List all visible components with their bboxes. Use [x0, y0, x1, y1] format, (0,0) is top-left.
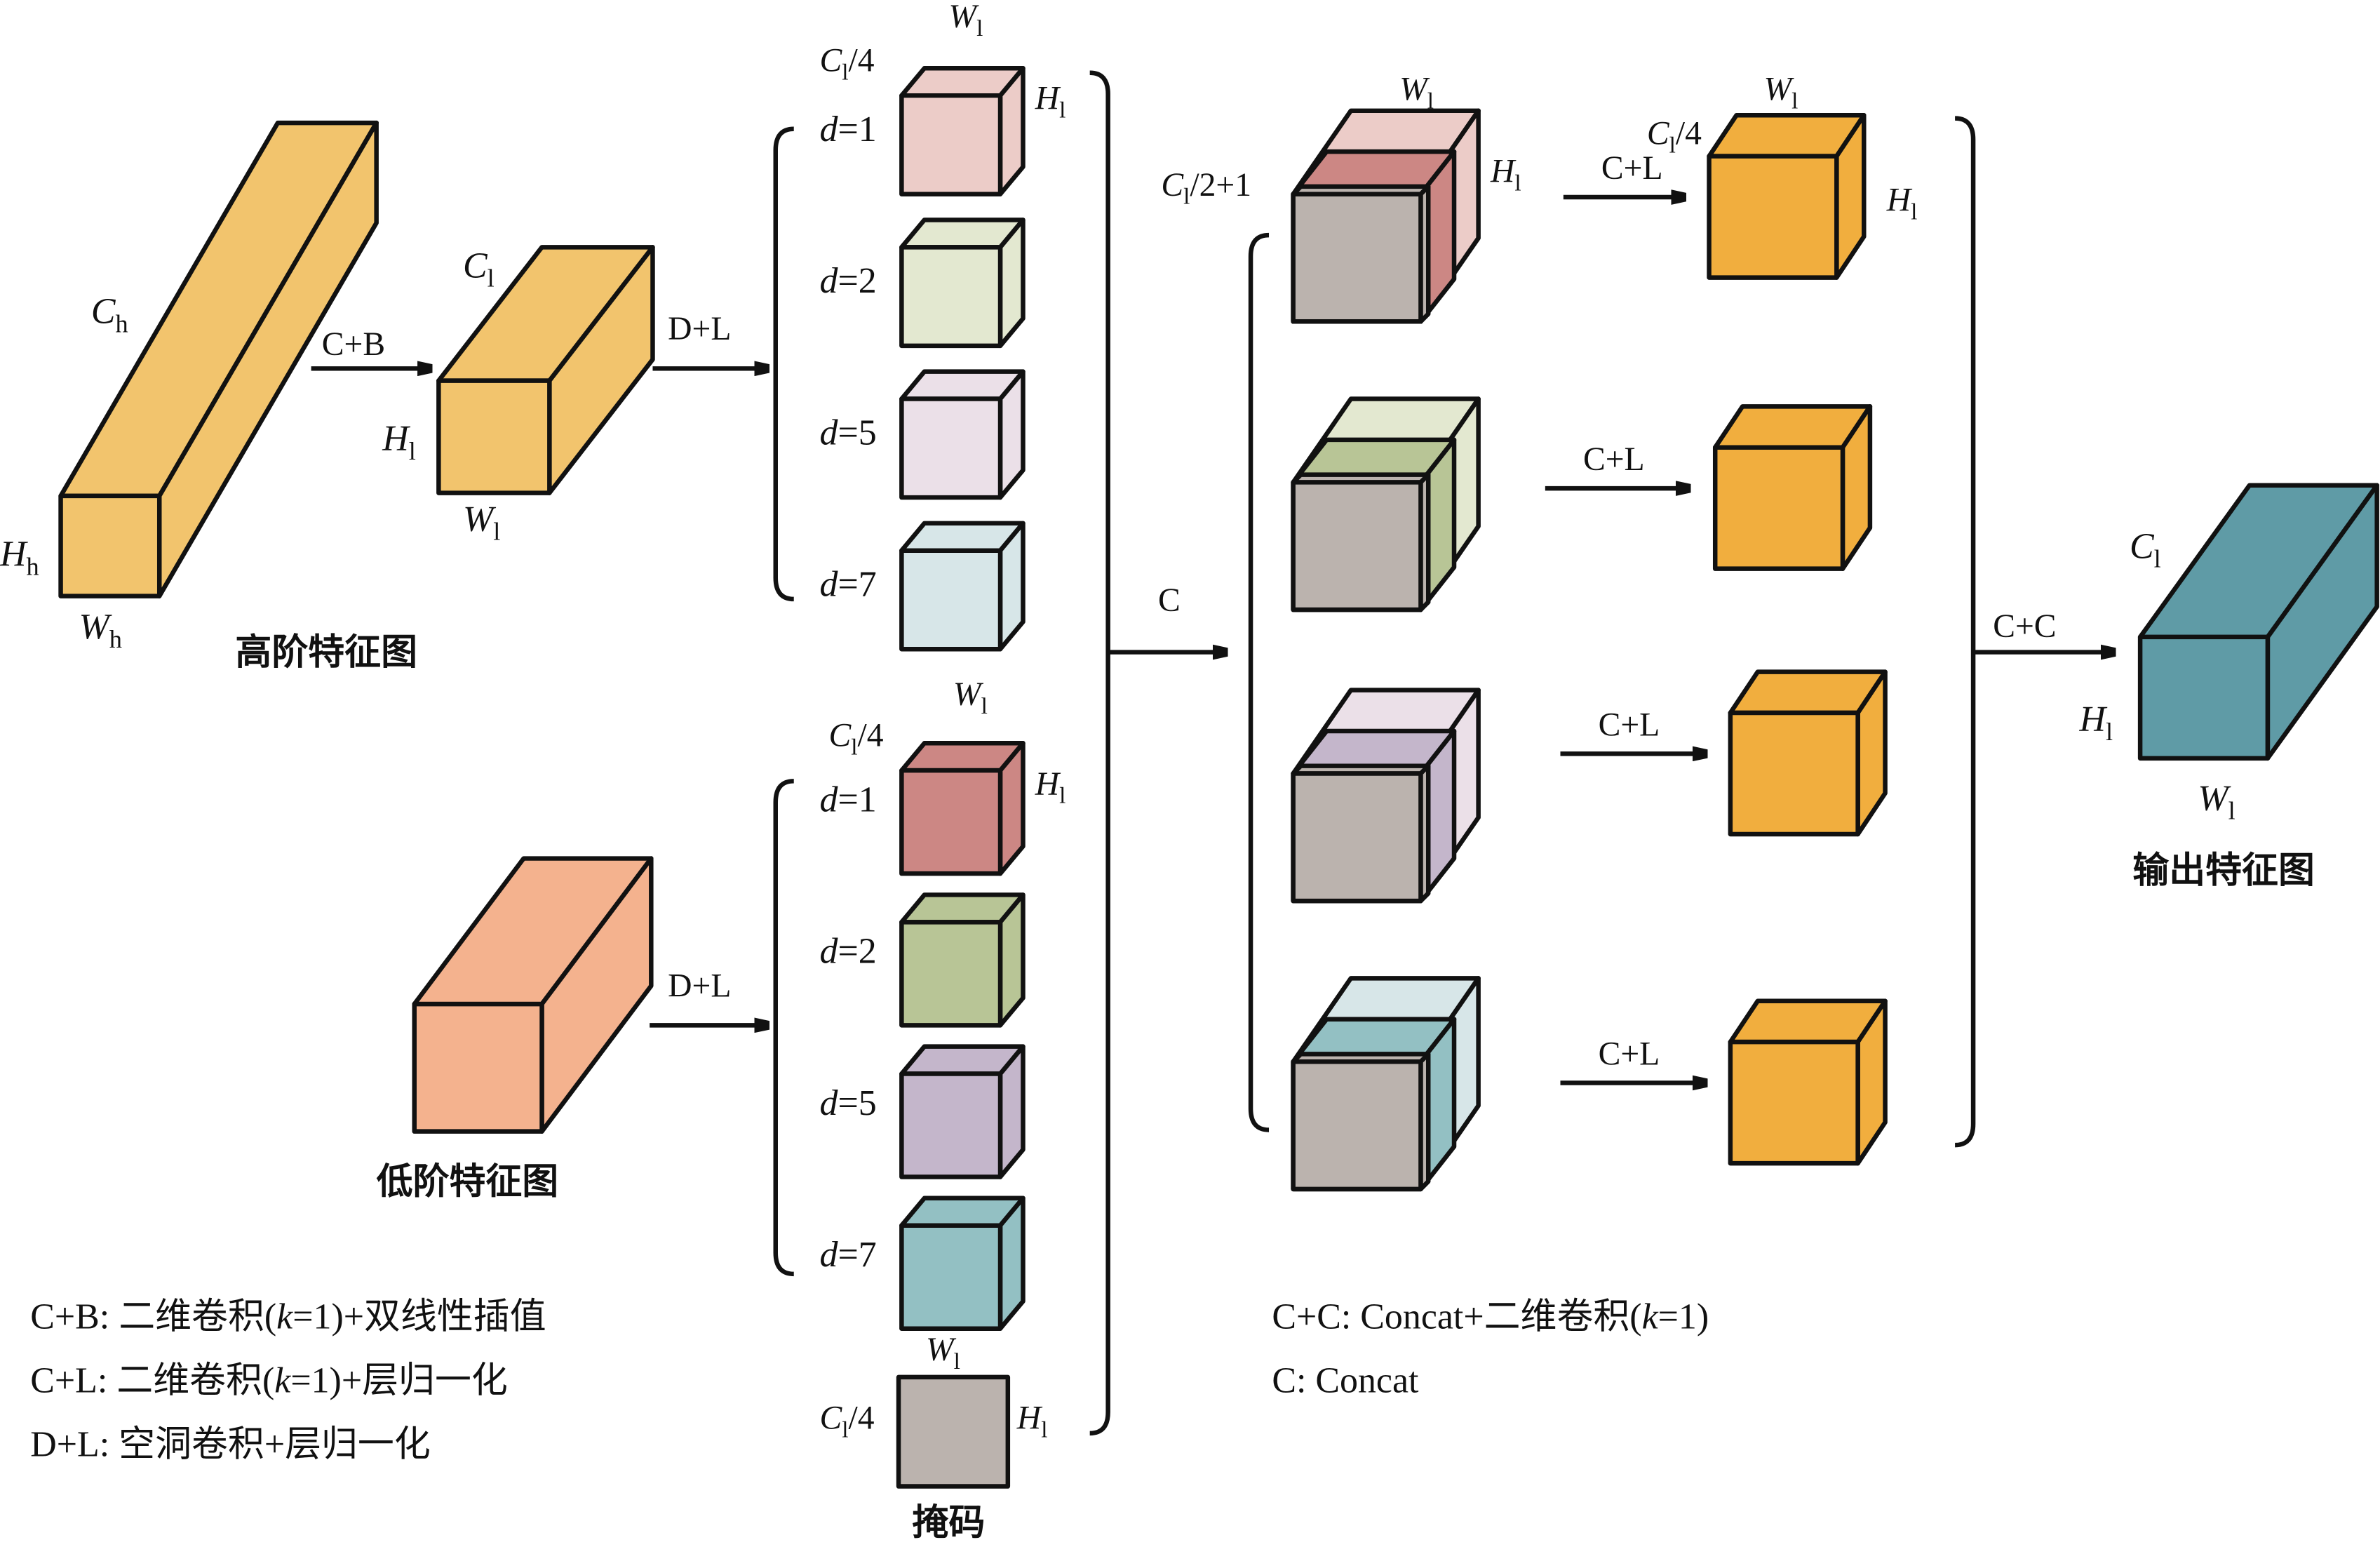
concat-block-1-front-front: [1291, 192, 1423, 324]
output-feature-map-block: [2137, 483, 2379, 761]
label-cl4-output: Cl/4: [1647, 115, 1702, 158]
label-hl-upper: Hl: [1035, 81, 1066, 123]
label-upper-d2: d=2: [820, 261, 877, 301]
label-wl-mask: Wl: [926, 1332, 960, 1374]
lower-dilated-block-2: [899, 892, 1026, 1028]
label-hl-mask: Hl: [1016, 1400, 1048, 1442]
upper-dilated-block-4: [899, 521, 1026, 652]
label-op-dl-upper: D+L: [668, 311, 731, 347]
legend-c: C: Concat: [1272, 1361, 1419, 1401]
label-cl-final: Cl: [2130, 527, 2161, 573]
high-feature-map-block-front: [58, 493, 162, 598]
concat-block-1-front: [1291, 184, 1431, 324]
conv-output-block-2-front: [1712, 445, 1845, 571]
label-hl-reduced: Hl: [382, 419, 416, 465]
label-cl2-concat: Cl/2+1: [1161, 167, 1251, 210]
label-hl-final: Hl: [2079, 699, 2113, 746]
label-hl-lower: Hl: [1035, 766, 1066, 809]
lower-dilated-block-4-front: [899, 1223, 1003, 1331]
conv-output-block-3-front: [1728, 710, 1860, 837]
legend-dl: D+L: 空洞卷积+层归一化: [30, 1424, 431, 1464]
lower-dilated-block-3-front: [899, 1071, 1003, 1179]
low-feature-map-block-front: [412, 1001, 544, 1134]
label-op-cl-2: C+L: [1583, 441, 1645, 478]
caption-output-feature-map: 输出特征图: [2132, 849, 2315, 892]
concat-block-4-front: [1291, 1052, 1431, 1192]
label-cl4-lower: Cl/4: [828, 718, 883, 761]
label-op-c: C: [1158, 582, 1181, 619]
lower-dilated-block-4: [899, 1196, 1026, 1331]
conv-output-block-3: [1728, 669, 1888, 837]
label-op-dl-lower: D+L: [668, 967, 731, 1004]
bracket-upper-left: [773, 126, 794, 602]
reduced-high-block-front: [436, 378, 552, 495]
conv-output-block-2: [1712, 404, 1873, 571]
label-ch: Ch: [91, 291, 128, 337]
reduced-high-block: [436, 245, 655, 495]
lower-dilated-block-1: [899, 741, 1026, 876]
label-lower-d1: d=1: [820, 780, 877, 820]
label-wl-upper: Wl: [948, 0, 983, 41]
label-cl-reduced: Cl: [463, 246, 495, 293]
concat-block-2-front-front: [1291, 480, 1423, 612]
label-op-cc: C+C: [1993, 608, 2056, 645]
upper-dilated-block-1: [899, 66, 1026, 196]
bracket-lower-left: [773, 779, 794, 1277]
conv-output-block-1-front: [1707, 154, 1839, 280]
conv-output-block-1: [1707, 113, 1867, 280]
label-upper-d5: d=5: [820, 413, 877, 453]
label-op-cl-1: C+L: [1601, 150, 1663, 187]
legend-cb: C+B: 二维卷积(k=1)+双线性插值: [30, 1297, 546, 1337]
label-hh: Hh: [0, 534, 39, 580]
label-upper-d7: d=7: [820, 565, 877, 605]
concat-block-3-front: [1291, 763, 1431, 904]
concat-block-2-front: [1291, 472, 1431, 612]
concat-block-4-front-front: [1291, 1059, 1423, 1192]
caption-low-feature-map: 低阶特征图: [377, 1160, 559, 1203]
upper-dilated-block-3: [899, 369, 1026, 500]
upper-dilated-block-1-front: [899, 93, 1003, 196]
label-hl-concat: Hl: [1490, 153, 1521, 196]
legend-cl: C+L: 二维卷积(k=1)+层归一化: [30, 1361, 508, 1401]
label-op-cl-4: C+L: [1599, 1036, 1660, 1073]
upper-dilated-block-3-front: [899, 396, 1003, 500]
shapes-layer: [58, 66, 2379, 1489]
lower-dilated-block-2-front: [899, 920, 1003, 1028]
output-feature-map-block-front: [2137, 634, 2271, 761]
caption-mask: 掩码: [913, 1501, 986, 1544]
conv-output-block-4-front: [1728, 1039, 1860, 1166]
lower-dilated-block-1-front: [899, 768, 1003, 876]
concat-block-3-front-front: [1291, 771, 1423, 904]
label-lower-d5: d=5: [820, 1083, 877, 1123]
label-wh: Wh: [79, 607, 122, 653]
label-wl-reduced: Wl: [463, 500, 500, 546]
label-lower-d7: d=7: [820, 1235, 877, 1275]
bracket-concat-groups: [1248, 232, 1270, 1132]
label-op-cl-3: C+L: [1599, 706, 1660, 743]
label-wl-lower: Wl: [953, 676, 988, 719]
high-feature-map-block: [58, 120, 379, 598]
legend-cc: C+C: Concat+二维卷积(k=1): [1272, 1297, 1709, 1337]
label-wl-concat: Wl: [1399, 72, 1434, 114]
label-op-cb: C+B: [322, 326, 385, 363]
conv-output-block-4: [1728, 998, 1888, 1166]
label-cl4-mask: Cl/4: [820, 1400, 875, 1442]
caption-high-feature-map: 高阶特征图: [235, 631, 417, 674]
bracket-concat: [1089, 70, 1110, 1436]
label-upper-d1: d=1: [820, 109, 877, 149]
lower-dilated-block-3: [899, 1044, 1026, 1179]
label-cl4-upper: Cl/4: [820, 43, 875, 86]
low-feature-map-block: [412, 856, 654, 1134]
label-wl-final: Wl: [2198, 778, 2235, 824]
upper-dilated-block-2: [899, 217, 1026, 349]
label-hl-output: Hl: [1886, 182, 1918, 225]
bracket-output: [1954, 116, 1976, 1148]
mask-block: [896, 1374, 1011, 1489]
label-lower-d2: d=2: [820, 932, 877, 972]
upper-dilated-block-2-front: [899, 245, 1003, 349]
upper-dilated-block-4-front: [899, 548, 1003, 652]
label-wl-output: Wl: [1763, 72, 1798, 114]
